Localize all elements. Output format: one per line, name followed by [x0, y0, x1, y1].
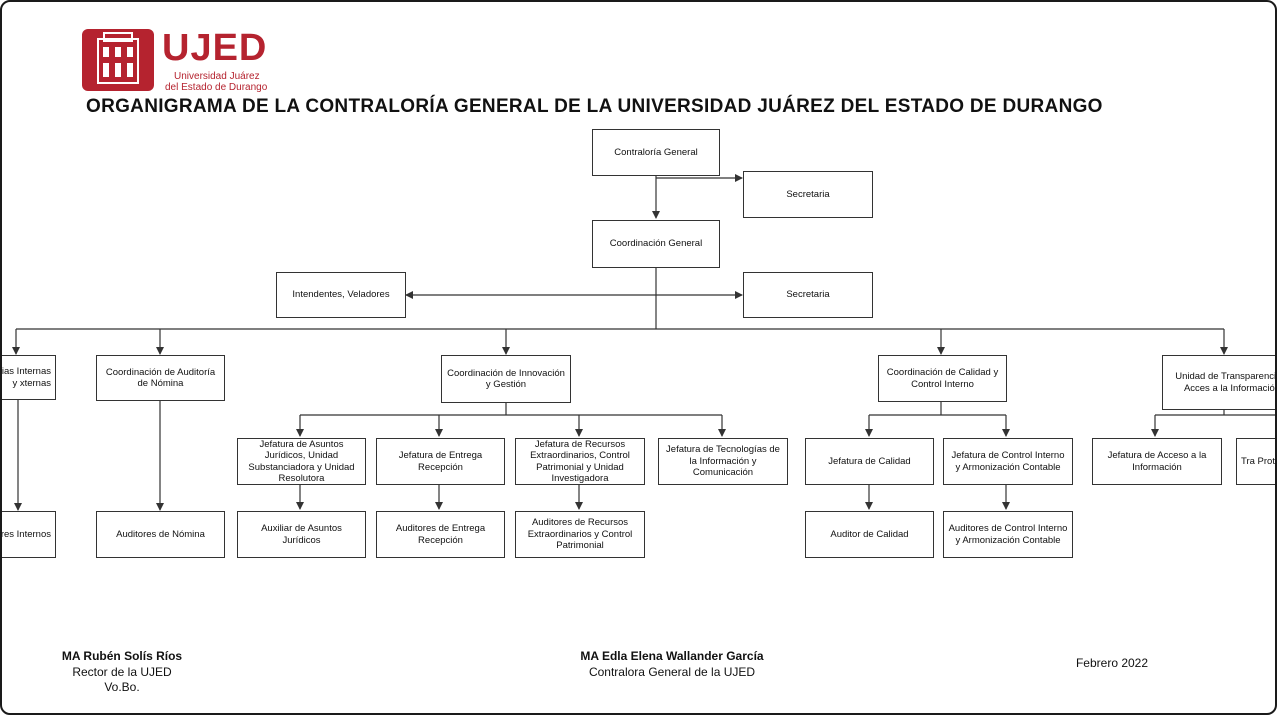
box-secretaria-2: Secretaria — [743, 272, 873, 318]
box-auditores-internos: ores Internos — [2, 511, 56, 558]
ujed-logo: UJED Universidad Juárez del Estado de Du… — [82, 27, 282, 93]
box-auditores-nomina: Auditores de Nómina — [96, 511, 225, 558]
box-secretaria-1: Secretaria — [743, 171, 873, 218]
box-jefatura-proteccion: Tra Prote — [1236, 438, 1275, 485]
contralora-role: Contralora General de la UJED — [588, 664, 756, 679]
box-jefatura-recursos-extraordinarios: Jefatura de Recursos Extraordinarios, Co… — [515, 438, 645, 485]
box-unidad-transparencia: Unidad de Transparencia y Acces a la Inf… — [1162, 355, 1275, 410]
box-jefatura-control-interno: Jefatura de Control Interno y Armonizaci… — [943, 438, 1073, 485]
box-contraloria-general: Contraloría General — [592, 129, 720, 176]
box-coord-innovacion-gestion: Coordinación de Innovación y Gestión — [441, 355, 571, 403]
contralora-name: MA Edla Elena Wallander García — [580, 649, 764, 663]
box-auditores-recursos: Auditores de Recursos Extraordinarios y … — [515, 511, 645, 558]
box-jefatura-entrega-recepcion: Jefatura de Entrega Recepción — [376, 438, 505, 485]
box-auditores-entrega-recepcion: Auditores de Entrega Recepción — [376, 511, 505, 558]
box-coord-auditoria-nomina: Coordinación de Auditoría de Nómina — [96, 355, 225, 401]
logo-wordmark: UJED — [162, 27, 268, 69]
rector-role: Rector de la UJED — [72, 664, 172, 679]
box-auditores-control-interno: Auditores de Control Interno y Armonizac… — [943, 511, 1073, 558]
box-auditor-calidad: Auditor de Calidad — [805, 511, 934, 558]
box-coordinacion-general: Coordinación General — [592, 220, 720, 268]
box-jefatura-acceso-informacion: Jefatura de Acceso a la Información — [1092, 438, 1222, 485]
box-auxiliar-asuntos-juridicos: Auxiliar de Asuntos Jurídicos — [237, 511, 366, 558]
rector-vobo: Vo.Bo. — [104, 680, 140, 695]
page-title: ORGANIGRAMA DE LA CONTRALORÍA GENERAL DE… — [86, 96, 1103, 117]
ujed-seal-icon — [82, 29, 154, 91]
rector-name: MA Rubén Solís Ríos — [61, 649, 183, 663]
box-coord-auditorias-internas-externas: dinación de ias Internas y xternas — [2, 355, 56, 400]
document-date: Febrero 2022 — [1075, 656, 1149, 670]
signature-rector: MA Rubén Solís Ríos Rector de la UJED Vo… — [42, 649, 202, 696]
logo-subtitle-1: Universidad Juárez — [174, 71, 260, 82]
logo-subtitle-2: del Estado de Durango — [165, 82, 268, 93]
signature-contralora: MA Edla Elena Wallander García Contralor… — [542, 649, 802, 680]
box-jefatura-calidad: Jefatura de Calidad — [805, 438, 934, 485]
box-jefatura-asuntos-juridicos: Jefatura de Asuntos Jurídicos, Unidad Su… — [237, 438, 366, 485]
box-coord-calidad-control: Coordinación de Calidad y Control Intern… — [878, 355, 1007, 402]
box-jefatura-tecnologias: Jefatura de Tecnologías de la Informació… — [658, 438, 788, 485]
box-intendentes: Intendentes, Veladores — [276, 272, 406, 318]
